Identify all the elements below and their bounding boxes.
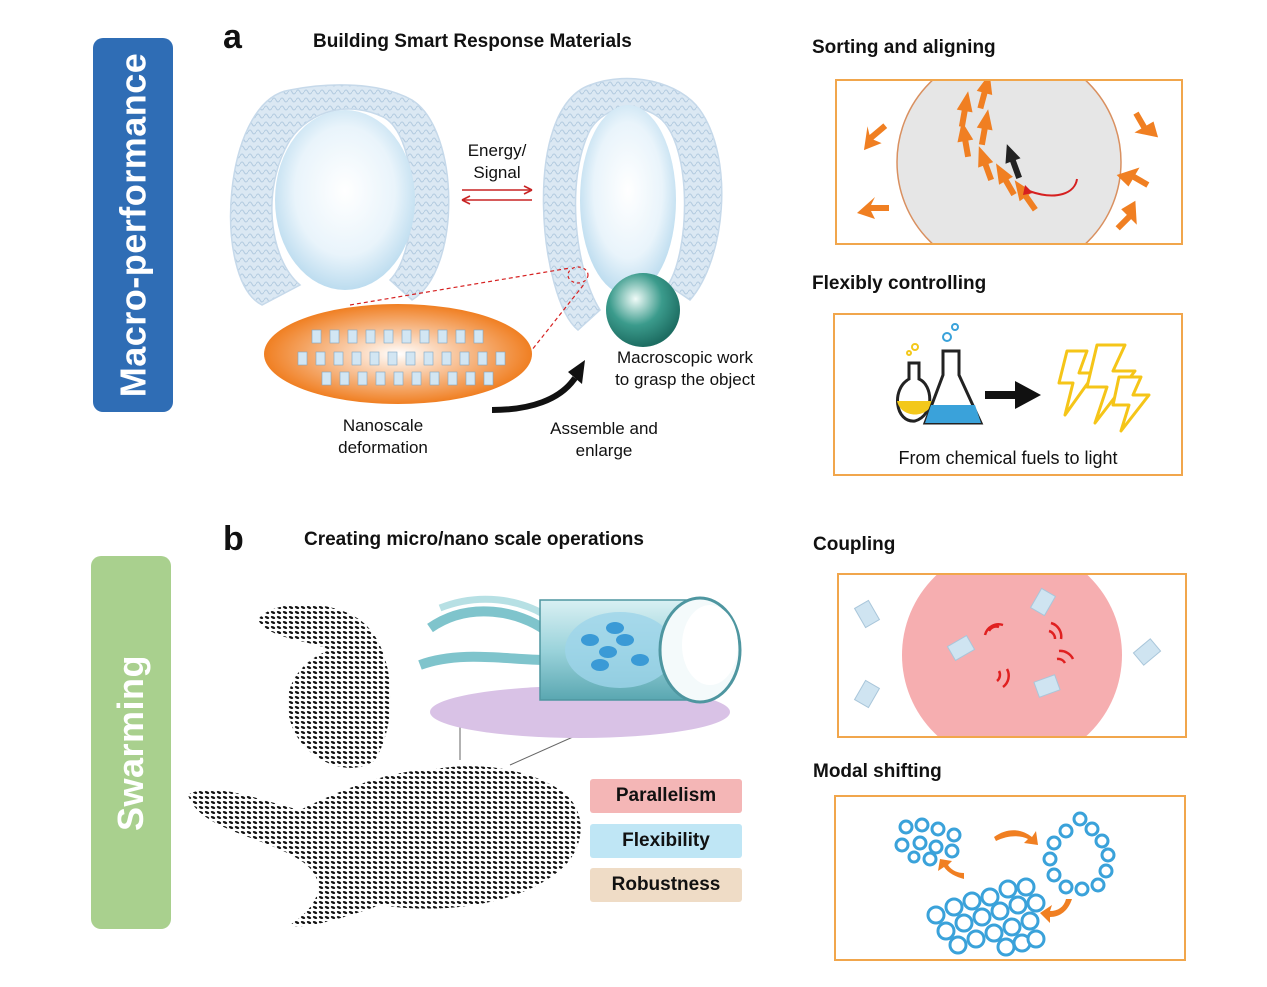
- sorting-box: [835, 79, 1183, 245]
- zoom-region: [567, 266, 589, 284]
- coupling-circle: [902, 575, 1122, 736]
- energy-label: Energy/ Signal: [467, 141, 527, 182]
- left-gripper-shell: [229, 84, 450, 306]
- swarm-diagram: [188, 595, 742, 927]
- tag-robustness: Robustness: [590, 868, 742, 902]
- tag-parallelism: Parallelism: [590, 779, 742, 813]
- transition-arrows: [938, 830, 1072, 923]
- flexibly-box: From chemical fuels to light: [833, 313, 1183, 476]
- tag-flexibility: Flexibility: [590, 824, 742, 858]
- panel-b-title: Creating micro/nano scale operations: [304, 529, 644, 550]
- panel-b-letter: b: [223, 520, 244, 558]
- sorting-graphic: [857, 81, 1159, 243]
- assemble-arrow: [491, 376, 578, 413]
- assemble-label: Assemble and enlarge: [550, 419, 658, 460]
- black-arrow: [1005, 144, 1022, 179]
- scattered-circles: [894, 817, 962, 867]
- swarm-cluster-small: [258, 604, 391, 768]
- sidebar-swarming: Swarming: [91, 556, 171, 929]
- orange-arrows: [857, 81, 1159, 231]
- flexibly-graphic: [896, 323, 1151, 433]
- ring-circles: [1042, 811, 1116, 897]
- modal-graphic: [894, 811, 1116, 957]
- packed-circles: [926, 877, 1046, 957]
- right-arrow-icon: [985, 381, 1041, 409]
- gripper-diagram: [229, 77, 723, 413]
- microrobot: [418, 595, 742, 704]
- left-gripper-cavity: [275, 110, 415, 290]
- signal-waves: [983, 621, 1075, 689]
- grasped-object-ball: [606, 273, 680, 347]
- coupling-box: [837, 573, 1187, 738]
- sidebar-macro-performance: Macro-performance: [93, 38, 173, 412]
- modal-box: [834, 795, 1186, 961]
- sorting-title: Sorting and aligning: [812, 37, 996, 58]
- macroscopic-label: Macroscopic work to grasp the object: [615, 348, 755, 389]
- right-gripper-shell: [542, 77, 723, 331]
- flask-small-icon: [896, 343, 933, 423]
- flask-large-icon: [922, 323, 984, 425]
- flexibly-caption: From chemical fuels to light: [898, 448, 1118, 468]
- coupling-graphic: [853, 575, 1162, 736]
- red-rotation-arrow: [1028, 178, 1078, 197]
- nanoscale-label: Nanoscale deformation: [338, 416, 428, 457]
- flexibly-title: Flexibly controlling: [812, 273, 987, 294]
- modal-title: Modal shifting: [813, 761, 942, 782]
- panel-a-letter: a: [223, 18, 242, 56]
- nanorobot-icons: [853, 587, 1162, 709]
- swarm-cluster-large: [188, 766, 581, 927]
- right-gripper-cavity: [580, 105, 676, 295]
- panel-a-title: Building Smart Response Materials: [313, 31, 632, 52]
- coupling-title: Coupling: [813, 534, 896, 555]
- lightning-icon: [1057, 343, 1151, 433]
- nanorobot-array: [297, 329, 506, 386]
